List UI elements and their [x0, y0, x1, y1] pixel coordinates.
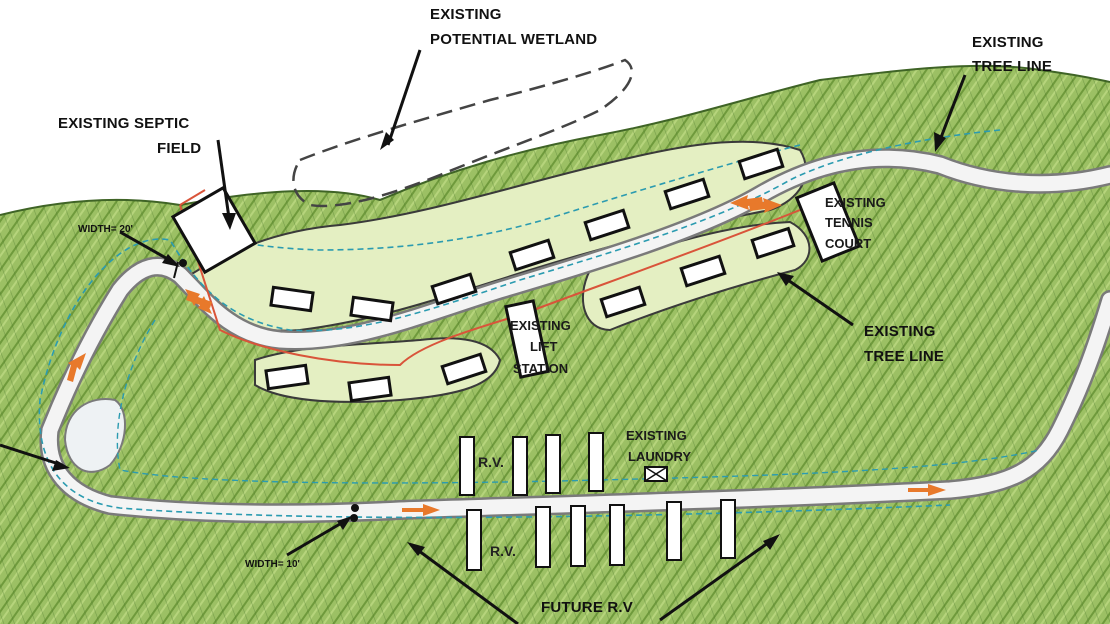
rv-pads-top — [459, 432, 604, 496]
laundry-label-line1: EXISTING — [626, 428, 687, 443]
septic-label-line2: FIELD — [157, 140, 201, 157]
width-markers — [173, 259, 359, 522]
width-top-label: WIDTH= 20' — [78, 224, 133, 235]
lift-label-line1: EXISTING — [510, 318, 571, 333]
tree-line-mid-label-line2: TREE LINE — [864, 348, 944, 365]
arrow-icon — [186, 294, 212, 314]
wetland-label-line2: POTENTIAL WETLAND — [430, 31, 597, 48]
laundry-building — [644, 466, 668, 482]
tennis-label-line3: COURT — [825, 236, 871, 251]
future-rv-label: FUTURE R.V — [541, 599, 633, 616]
point-icon — [179, 259, 187, 267]
flow-arrow-icons — [67, 195, 946, 516]
tree-line-top-label-line2: TREE LINE — [972, 58, 1052, 75]
arrow-icon — [908, 484, 946, 496]
septic-label-line1: EXISTING SEPTIC — [58, 115, 189, 132]
septic-field — [170, 185, 258, 275]
arrow-icon — [67, 353, 86, 382]
tree-line-mid-label-line1: EXISTING — [864, 323, 936, 340]
tennis-label-line1: EXISTING — [825, 195, 886, 210]
lift-label-line2: LIFT — [530, 339, 557, 354]
leader-lines — [0, 49, 967, 624]
arrow-icon — [402, 504, 440, 516]
tennis-label-line2: TENNIS — [825, 215, 873, 230]
rv-pads-bottom — [466, 499, 736, 571]
rv-bottom-label: R.V. — [490, 543, 516, 559]
point-icon — [351, 504, 359, 512]
point-icon — [350, 514, 358, 522]
laundry-label-line2: LAUNDRY — [628, 449, 691, 464]
width-bottom-label: WIDTH= 10' — [245, 559, 300, 570]
cabins — [264, 147, 796, 403]
arrow-icon — [730, 195, 763, 210]
arrow-icon — [749, 198, 782, 213]
tree-line-top-label-line1: EXISTING — [972, 34, 1044, 51]
wetland-label-line1: EXISTING — [430, 6, 502, 23]
lift-label-line3: STATION — [513, 361, 568, 376]
lift-station — [504, 299, 550, 379]
tennis-court — [794, 181, 862, 263]
sewer-line — [179, 189, 801, 367]
rv-top-label: R.V. — [478, 454, 504, 470]
